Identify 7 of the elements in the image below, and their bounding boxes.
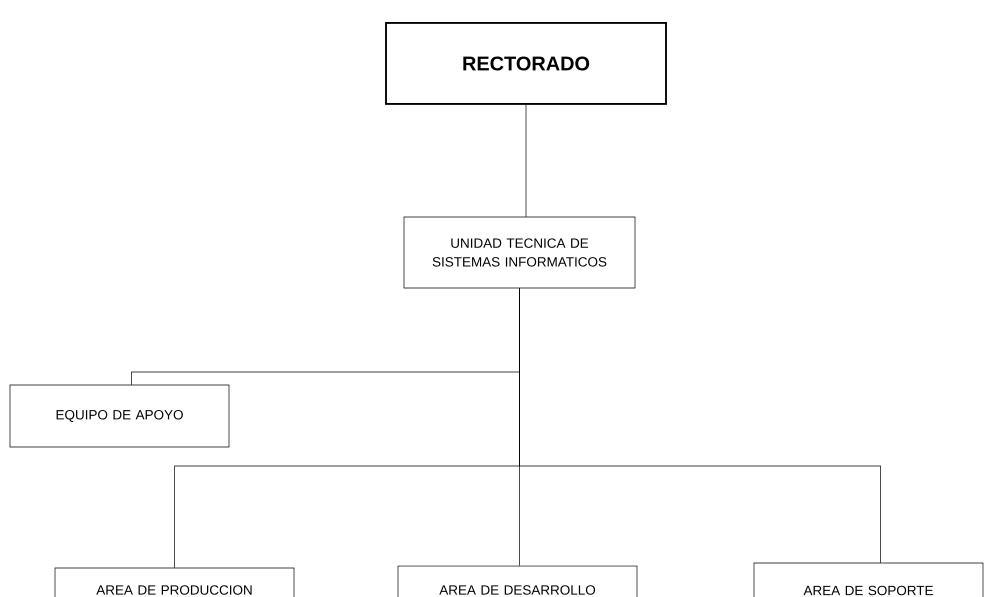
org-chart-box: EQUIPO DE APOYO (10, 384, 230, 448)
org-chart-box: AREA DE PRODUCCION (54, 568, 294, 597)
connector-line (519, 288, 881, 563)
org-chart-box: UNIDAD TECNICA DE SISTEMAS INFORMATICOS (404, 216, 636, 288)
org-chart-box: AREA DE SOPORTE (754, 562, 984, 597)
org-chart-box: RECTORADO (385, 22, 667, 105)
org-chart-box: AREA DE DESARROLLO (398, 566, 638, 597)
